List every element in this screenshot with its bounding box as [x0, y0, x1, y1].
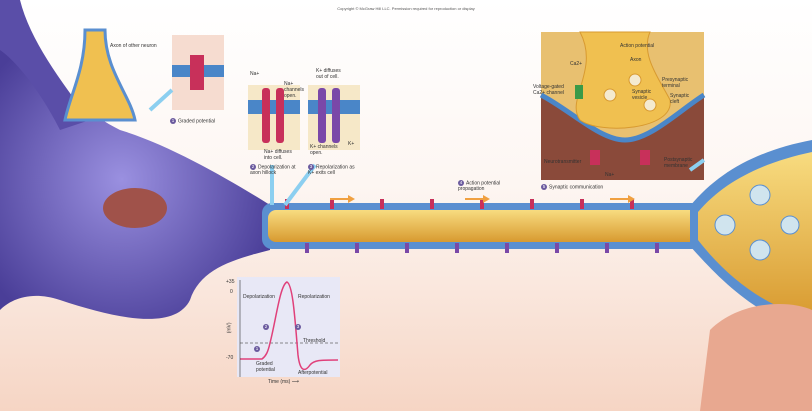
graph-ylabel: (mV) — [226, 322, 233, 334]
na-diffuses-label: Na+ diffuses into cell. — [264, 149, 292, 161]
graph-step-2: 2 — [263, 324, 269, 330]
action-potential-graph — [237, 277, 340, 377]
repolarization-label: Repolarization — [298, 294, 330, 300]
copyright-notice: Copyright © McGraw Hill LLC. Permission … — [337, 6, 475, 11]
tick-plus35: +35 — [226, 279, 235, 285]
graph-xlabel: Time (ms) ⟶ — [268, 379, 299, 385]
axon-label: Axon — [630, 57, 642, 63]
k-channels-label: K+ channels open. — [310, 144, 338, 156]
na-channels-label: Na+ channels open. — [284, 81, 305, 99]
neurotransmitter-label: Neurotransmitter — [544, 159, 582, 165]
vg-ca-channel-label: Voltage-gated Ca2+ channel — [533, 84, 564, 96]
tick-minus70: -70 — [226, 355, 234, 361]
nucleus — [103, 188, 167, 228]
action-potential-label: Action potential — [620, 43, 655, 49]
graph-step-1: 1 — [254, 346, 260, 352]
tick-0: 0 — [230, 289, 233, 295]
other-neuron-axon — [63, 28, 137, 122]
graph-step-3: 3 — [295, 324, 301, 330]
ion-channels — [285, 199, 659, 253]
postsynaptic-membrane-label: Postsynaptic membrane — [664, 157, 693, 169]
k-diffuses-label: K+ diffuses out of cell. — [316, 68, 341, 80]
na-channel-inset — [248, 85, 300, 150]
synaptic-cleft-label: Synaptic cleft — [670, 93, 690, 105]
threshold-label: Threshold — [303, 338, 326, 344]
graph-graded-potential-label: Graded potential — [256, 361, 275, 373]
propagation-arrows — [330, 195, 635, 203]
ca-ion-label: Ca2+ — [570, 61, 583, 67]
depolarization-label: Depolarization — [243, 294, 275, 300]
k-ion-label: K+ — [348, 141, 355, 147]
presynaptic-terminal-label: Presynaptic terminal — [662, 77, 689, 89]
action-potential-curve — [240, 281, 339, 371]
na-ion-label: Na+ — [250, 71, 260, 77]
synaptic-vesicle-label: Synaptic vesicle — [632, 89, 652, 101]
afterpotential-label: Afterpotential — [298, 370, 328, 376]
synapse-na-label: Na+ — [605, 172, 615, 178]
axon-other-neuron-label: Axon of other neuron — [110, 43, 157, 49]
